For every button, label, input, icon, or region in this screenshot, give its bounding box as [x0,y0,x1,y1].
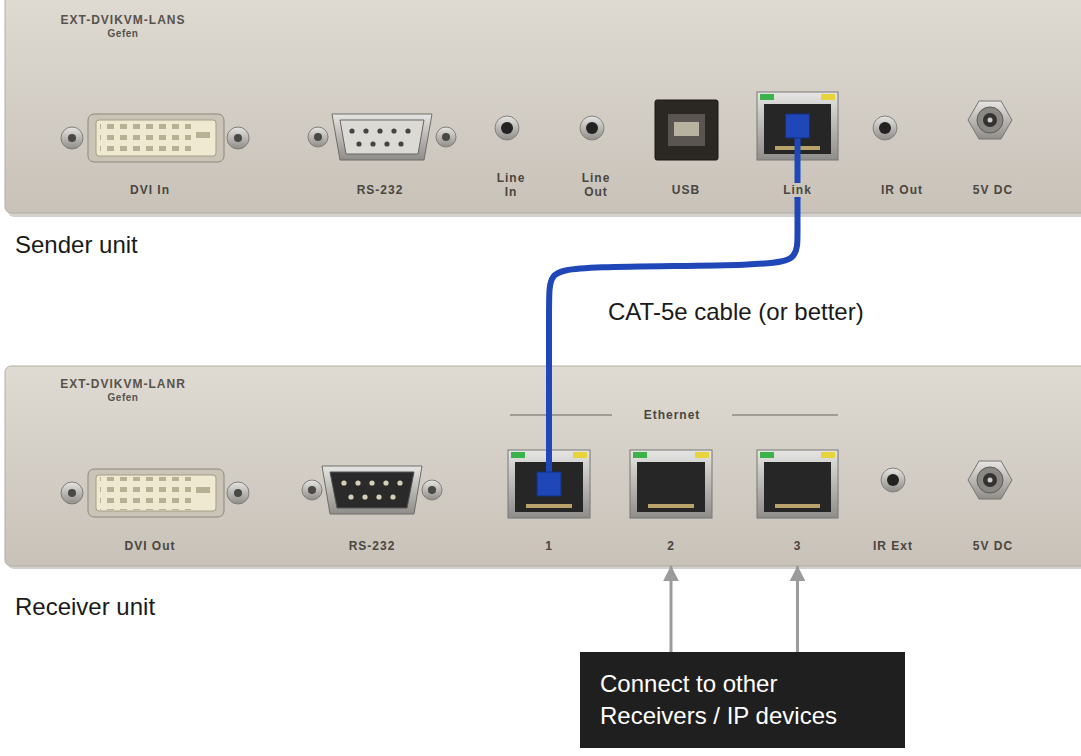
brand-name: Gefen [38,392,208,403]
receiver-faceplate [5,366,1081,566]
group-line [510,414,612,416]
port-label: RS-232 [357,183,404,197]
port-label: IR Ext [873,539,913,553]
power-jack [968,461,1012,499]
port-label: 5V DC [973,539,1013,553]
group-line [732,414,838,416]
port-label: IR Out [881,183,923,197]
port-label: Link [780,183,815,197]
receiver-panel: 1 2 3 EXT-DVIKVM-LANRGefen [5,366,1081,566]
power-jack [968,101,1012,139]
ethernet-port: 2 [626,450,716,555]
ir-jack [881,468,905,492]
link-port: Link [752,92,843,199]
port-label: Line In [489,171,533,199]
cable-label: CAT-5e cable (or better) [608,298,864,327]
port-label: 2 [664,539,678,553]
dvi-connector [61,114,249,162]
pointer-arrow [670,567,673,652]
rj45-jack [508,450,590,518]
unit-caption: Sender unit [15,231,138,260]
brand-name: Gefen [38,28,208,39]
dvi-connector [61,469,249,517]
model-name: EXT-DVIKVM-LANR [38,378,208,391]
ir-jack [873,116,897,140]
rj45-jack [757,450,838,518]
unit-caption: Receiver unit [15,593,155,622]
port-label: 1 [542,539,556,553]
ethernet-port: 3 [752,450,843,555]
rj45-jack [630,450,712,518]
ethernet-port: 1 [504,450,594,555]
port-label: 5V DC [973,183,1013,197]
audio-jack [495,116,519,140]
sender-panel: Link EXT-DVIKVM-LANSGefen [5,0,1081,213]
port-label: 3 [791,539,805,553]
group-label: Ethernet [644,408,701,422]
pointer-arrow [796,567,799,652]
callout-box: Connect to other Receivers / IP devices [580,652,905,748]
cable-plug [537,472,561,496]
callout-text: Connect to other Receivers / IP devices [600,668,885,732]
port-label: DVI In [130,183,170,197]
connector-group [797,567,798,652]
port-label: USB [672,183,700,197]
port-label: Line Out [574,171,618,199]
connector-group [671,567,672,652]
cable-plug [786,114,810,138]
model-name: EXT-DVIKVM-LANS [38,14,208,27]
db9-connector [308,114,456,160]
audio-jack [580,116,604,140]
sender-faceplate [5,0,1081,213]
usb-port [655,100,718,160]
db9-connector [302,466,442,514]
port-label: DVI Out [125,539,176,553]
port-label: RS-232 [349,539,396,553]
